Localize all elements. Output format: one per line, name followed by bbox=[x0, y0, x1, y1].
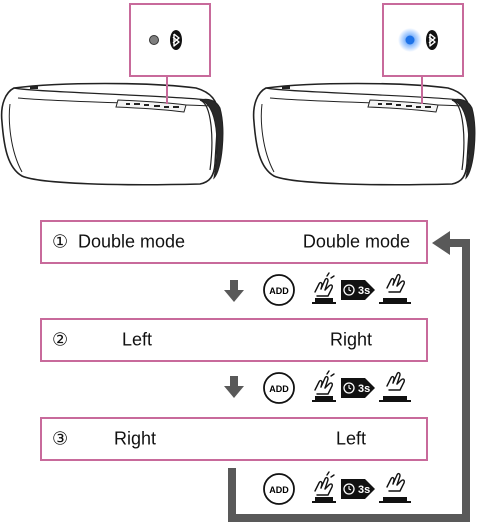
speaker-2-channel: Left bbox=[335, 428, 366, 449]
speaker-illustration-1 bbox=[0, 3, 224, 186]
step-number: ② bbox=[52, 329, 69, 350]
step-number: ③ bbox=[52, 428, 69, 449]
step-box-3: ③ Right Left bbox=[40, 417, 428, 461]
bluetooth-icon bbox=[425, 29, 439, 51]
hold-duration-label: 3s bbox=[358, 383, 370, 395]
speaker-1-channel: Right bbox=[114, 428, 157, 449]
down-arrow-icon bbox=[224, 376, 244, 398]
bluetooth-icon bbox=[169, 29, 183, 51]
operation-row-1: ADD 3s bbox=[263, 272, 412, 306]
operation-row-2: ADD 3s bbox=[263, 370, 412, 404]
speaker-2-channel: Double mode bbox=[302, 231, 410, 252]
speaker-1-channel: Double mode bbox=[78, 231, 186, 252]
speaker-illustration-2 bbox=[252, 3, 476, 186]
loop-back-arrow bbox=[228, 231, 470, 522]
add-button-icon: ADD bbox=[269, 286, 289, 296]
step-number: ① bbox=[52, 231, 69, 252]
speaker-1-channel: Left bbox=[122, 329, 153, 350]
indicator-callout-2 bbox=[382, 3, 464, 77]
down-arrow-icon bbox=[224, 280, 244, 302]
step-box-1: ① Double mode Double mode bbox=[40, 220, 428, 264]
operation-row-3: ADD 3s bbox=[263, 471, 412, 505]
add-button-icon: ADD bbox=[269, 384, 289, 394]
add-button-icon: ADD bbox=[269, 485, 289, 495]
indicator-light-off bbox=[149, 35, 159, 45]
speaker-2-channel: Right bbox=[329, 329, 372, 350]
hold-duration-label: 3s bbox=[358, 285, 370, 297]
hold-duration-label: 3s bbox=[358, 484, 370, 496]
step-box-2: ② Left Right bbox=[40, 318, 428, 362]
indicator-light-blue bbox=[405, 35, 415, 45]
